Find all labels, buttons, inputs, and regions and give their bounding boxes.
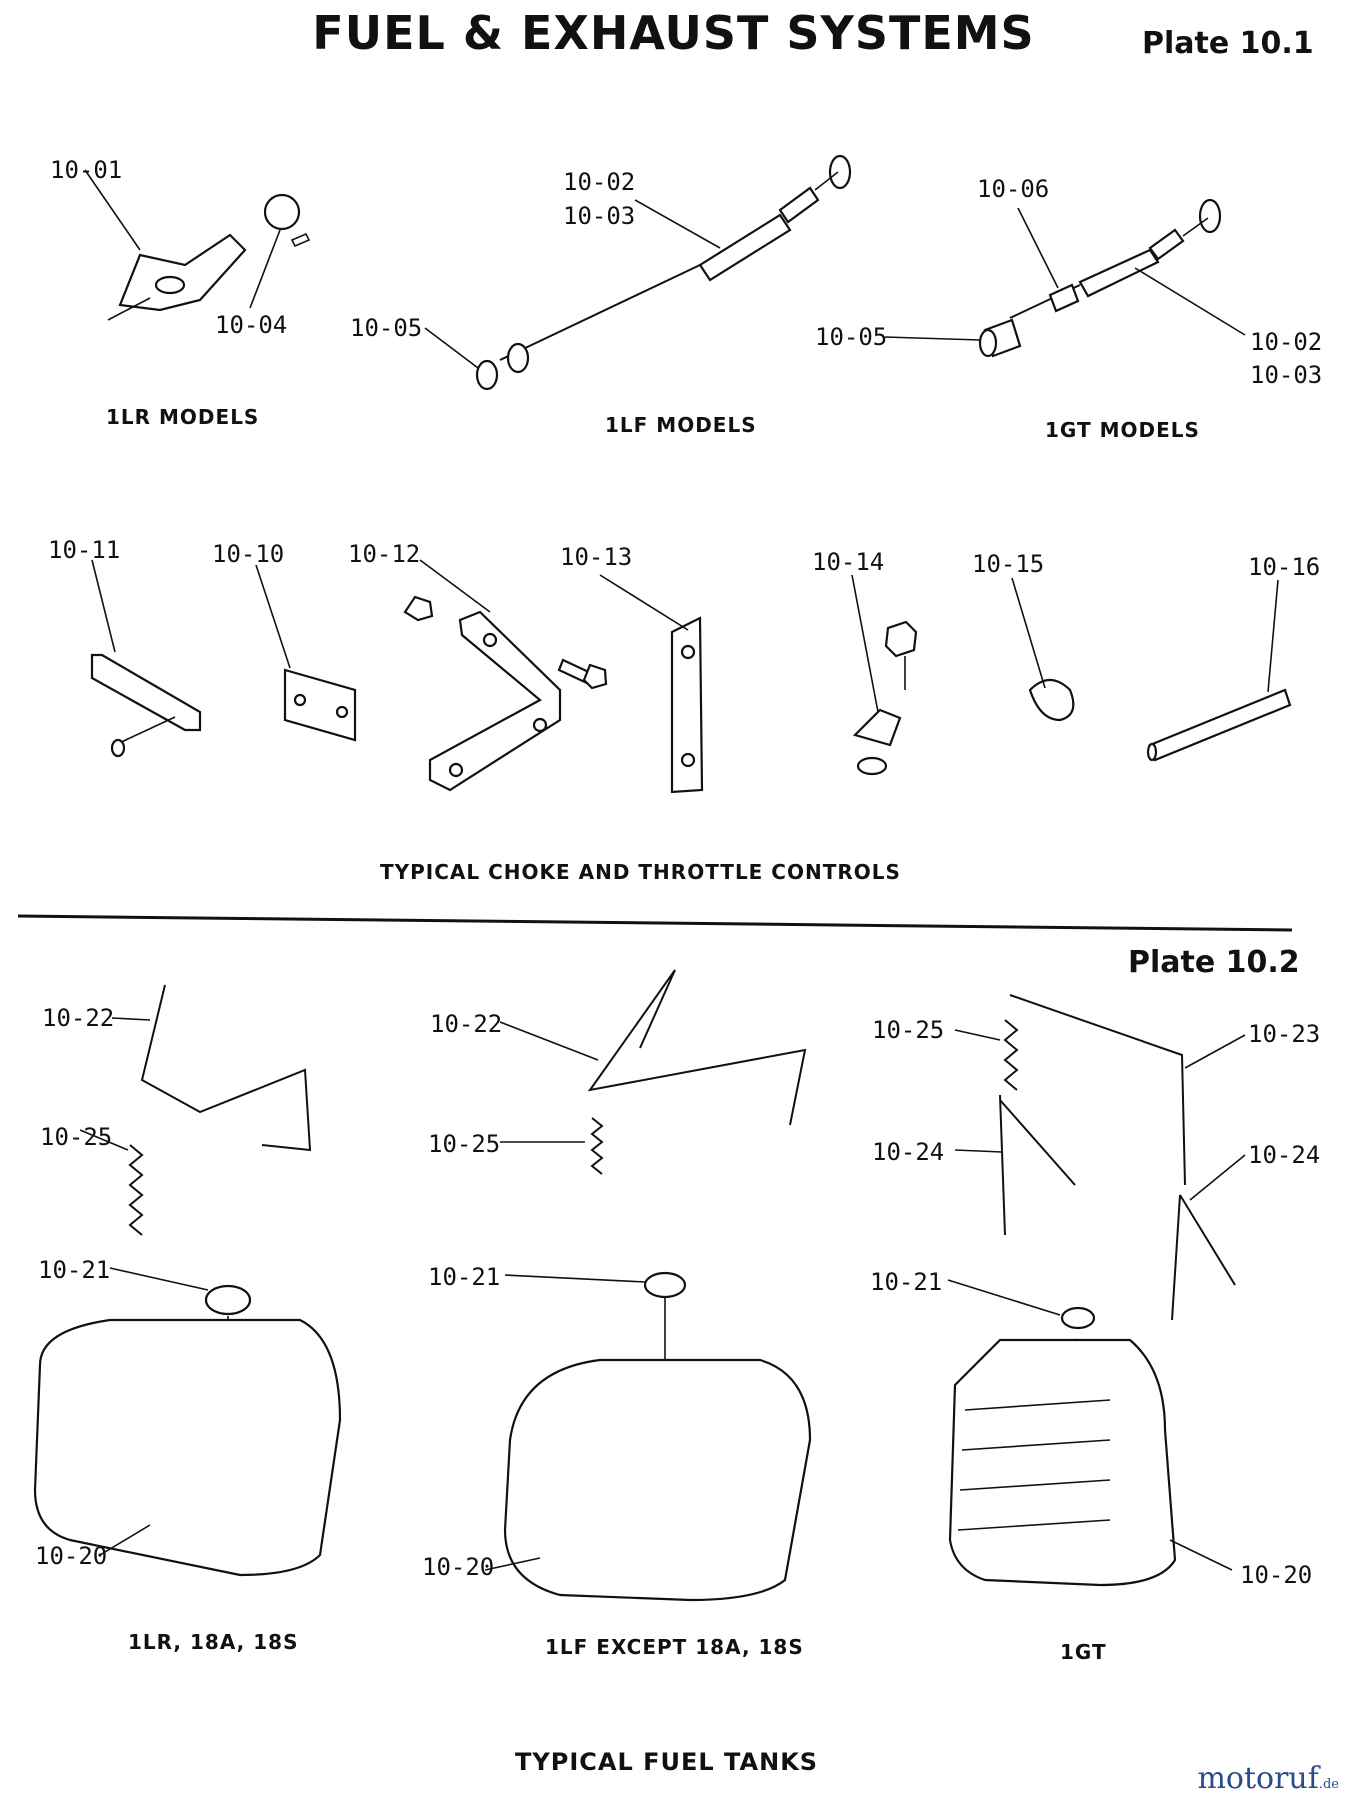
part-10-10-plate	[255, 564, 357, 742]
page-title: FUEL & EXHAUST SYSTEMS	[312, 6, 1035, 60]
caption-tank-1lf: 1LF EXCEPT 18A, 18S	[545, 1635, 804, 1659]
part-10-02-cable-lf	[499, 154, 852, 361]
caption-1gt-models: 1GT MODELS	[1045, 418, 1200, 442]
label-10-21-left: 10-21	[38, 1256, 111, 1284]
caption-choke-throttle: TYPICAL CHOKE AND THROTTLE CONTROLS	[380, 860, 901, 884]
label-10-05-gt: 10-05	[815, 323, 888, 351]
part-10-05-spacer-gt	[884, 318, 1022, 358]
caption-1lf-models: 1LF MODELS	[605, 413, 757, 437]
part-10-20-tank-mid	[484, 1358, 812, 1602]
part-10-12-bracket	[403, 559, 608, 792]
label-10-01: 10-01	[50, 156, 123, 184]
part-10-05-washers-lf	[424, 327, 530, 391]
watermark-brand: motoruf	[1197, 1761, 1319, 1796]
part-10-13-strap	[599, 574, 704, 794]
label-10-03-gt: 10-03	[1250, 361, 1323, 389]
part-10-20-tank-left	[33, 1318, 342, 1577]
part-10-22-wire-mid	[499, 969, 807, 1126]
label-10-10: 10-10	[212, 540, 285, 568]
part-10-04-knob	[249, 193, 311, 309]
caption-typical-fuel-tanks: TYPICAL FUEL TANKS	[515, 1748, 819, 1776]
label-10-20-left: 10-20	[35, 1542, 108, 1570]
label-10-24-right-b: 10-24	[1248, 1141, 1321, 1169]
label-10-21-right: 10-21	[870, 1268, 943, 1296]
label-10-22-mid: 10-22	[430, 1010, 503, 1038]
label-10-22-left: 10-22	[42, 1004, 115, 1032]
plate-divider	[17, 914, 1293, 932]
part-10-14-clamp	[851, 574, 918, 776]
label-10-14: 10-14	[812, 548, 885, 576]
label-10-02-lf: 10-02	[563, 168, 636, 196]
plate-10-2-label: Plate 10.2	[1128, 945, 1300, 980]
label-10-13: 10-13	[560, 543, 633, 571]
part-10-25-spring-right	[954, 1019, 1019, 1091]
label-10-03-lf: 10-03	[563, 202, 636, 230]
part-10-24-brace-right-a	[954, 1094, 1076, 1236]
part-10-25-spring-mid	[500, 1117, 604, 1175]
part-10-20-tank-right	[948, 1338, 1233, 1587]
part-10-22-wire-left	[111, 984, 312, 1152]
label-10-25-right: 10-25	[872, 1016, 945, 1044]
part-10-01-bracket	[84, 169, 247, 321]
label-10-04: 10-04	[215, 311, 288, 339]
label-10-16: 10-16	[1248, 553, 1321, 581]
label-10-12: 10-12	[348, 540, 421, 568]
part-10-23-wire-right	[1009, 994, 1246, 1186]
caption-tank-1gt: 1GT	[1060, 1640, 1107, 1664]
caption-1lr-models: 1LR MODELS	[106, 405, 260, 429]
label-10-06: 10-06	[977, 175, 1050, 203]
part-10-02-cable-gt	[1009, 198, 1246, 336]
label-10-15: 10-15	[972, 550, 1045, 578]
label-10-11: 10-11	[48, 536, 121, 564]
part-10-25-spring-left	[79, 1129, 144, 1236]
label-10-02-gt: 10-02	[1250, 328, 1323, 356]
label-10-20-right: 10-20	[1240, 1561, 1313, 1589]
label-10-23: 10-23	[1248, 1020, 1321, 1048]
part-10-11-bracket	[90, 559, 202, 758]
watermark-tld: .de	[1318, 1777, 1339, 1792]
part-10-15-clip	[1011, 577, 1075, 722]
part-10-16-tube	[1146, 579, 1292, 762]
watermark-logo: motoruf.de	[1197, 1761, 1339, 1796]
label-10-20-mid: 10-20	[422, 1553, 495, 1581]
plate-10-1-label: Plate 10.1	[1142, 26, 1314, 61]
label-10-21-mid: 10-21	[428, 1263, 501, 1291]
label-10-25-mid: 10-25	[428, 1130, 501, 1158]
label-10-05-lf: 10-05	[350, 314, 423, 342]
part-10-24-brace-right-b	[1171, 1154, 1246, 1321]
caption-tank-1lr: 1LR, 18A, 18S	[128, 1630, 299, 1654]
label-10-25-left: 10-25	[40, 1123, 113, 1151]
label-10-24-right-a: 10-24	[872, 1138, 945, 1166]
part-10-06-plate-gt	[1017, 207, 1080, 313]
